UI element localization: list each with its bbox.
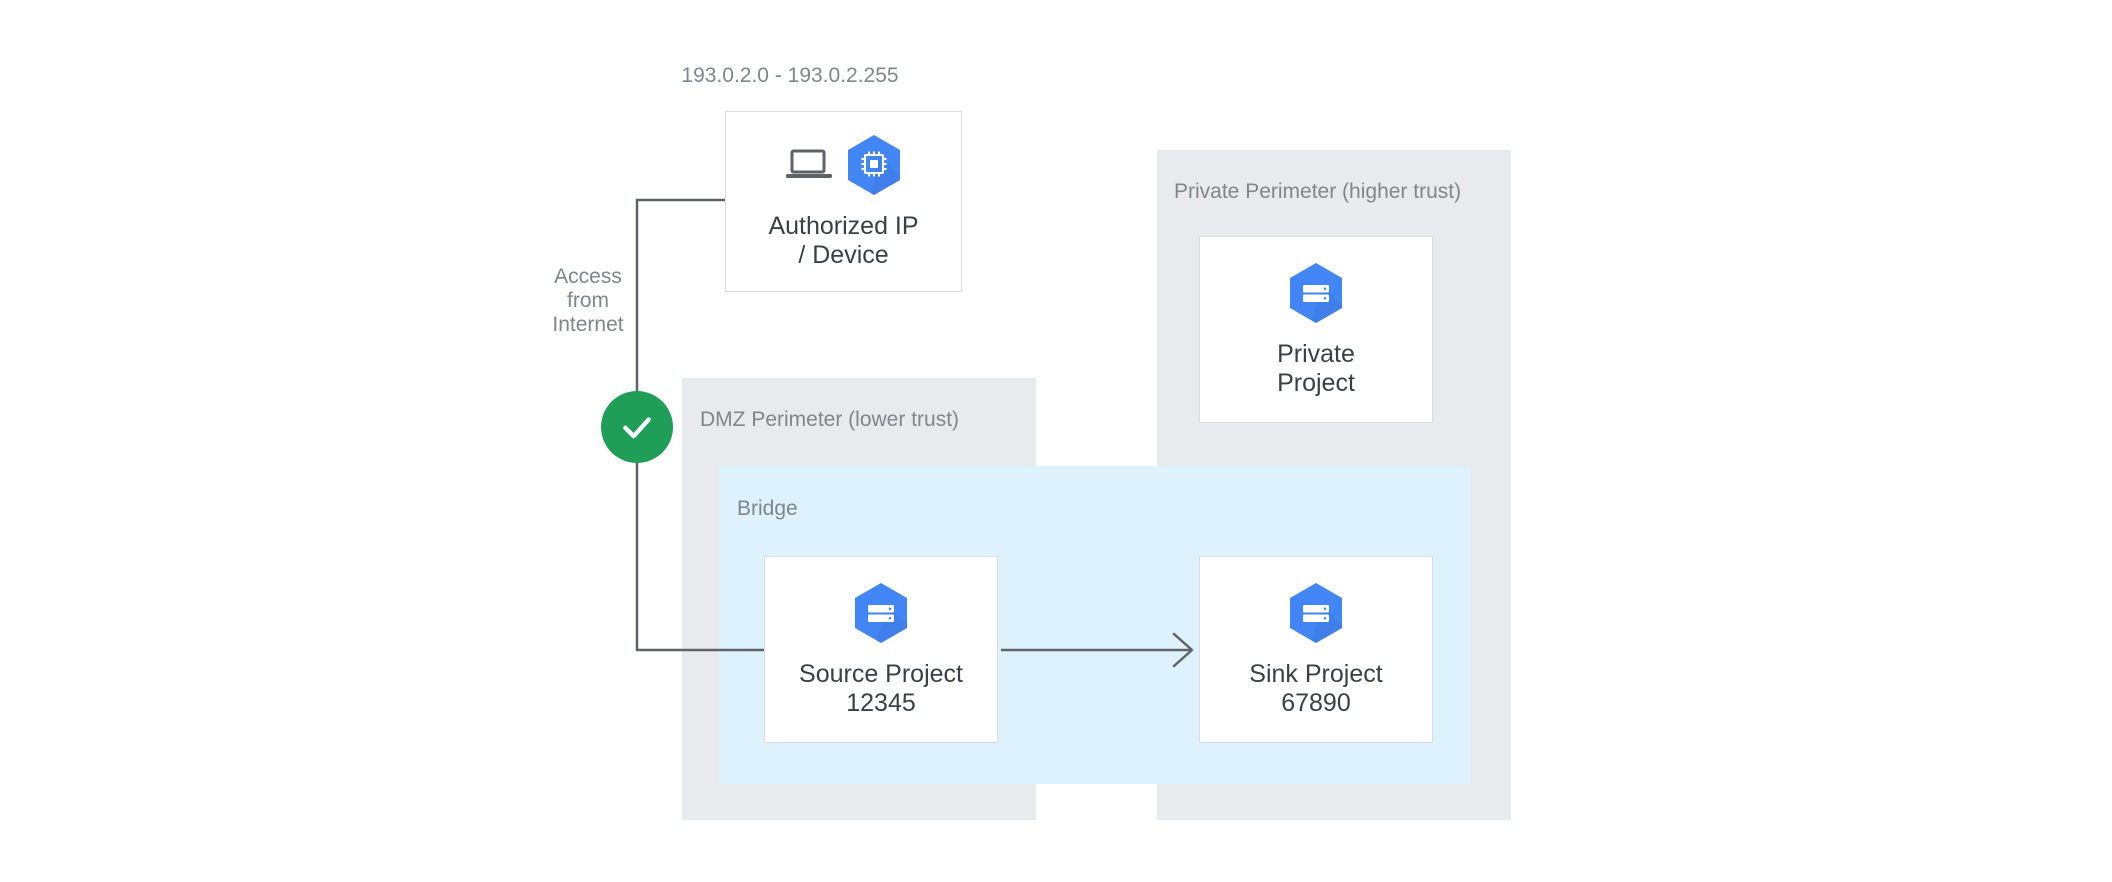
ip-range-caption: 193.0.2.0 - 193.0.2.255 xyxy=(681,64,899,87)
bridge-label: Bridge xyxy=(737,497,798,520)
project-hexagon-icon xyxy=(1290,582,1342,643)
access-from-internet-label: Access from Internet xyxy=(552,265,624,336)
node-label: Source Project 12345 xyxy=(799,659,963,717)
node-sink-project[interactable]: Sink Project 67890 xyxy=(1199,556,1433,743)
project-hexagon-icon xyxy=(855,582,907,643)
laptop-icon xyxy=(785,149,832,178)
node-label: Sink Project 67890 xyxy=(1249,659,1383,717)
node-icon-group xyxy=(785,134,902,196)
node-private-project[interactable]: Private Project xyxy=(1199,236,1433,423)
node-icon-group xyxy=(1288,582,1344,644)
iot-chip-hexagon-icon xyxy=(847,134,900,195)
node-authorized-device[interactable]: Authorized IP / Device xyxy=(725,111,962,292)
access-allowed-badge xyxy=(601,391,673,463)
private-perimeter-label: Private Perimeter (higher trust) xyxy=(1174,180,1462,203)
dmz-perimeter-label: DMZ Perimeter (lower trust) xyxy=(700,408,960,431)
node-icon-group xyxy=(853,582,909,644)
project-hexagon-icon xyxy=(1290,262,1342,323)
node-source-project[interactable]: Source Project 12345 xyxy=(764,556,998,743)
arrowhead-icon xyxy=(1172,632,1194,668)
check-icon xyxy=(623,417,651,439)
node-label: Private Project xyxy=(1277,339,1355,397)
node-label: Authorized IP / Device xyxy=(768,211,919,269)
node-icon-group xyxy=(1288,262,1344,324)
